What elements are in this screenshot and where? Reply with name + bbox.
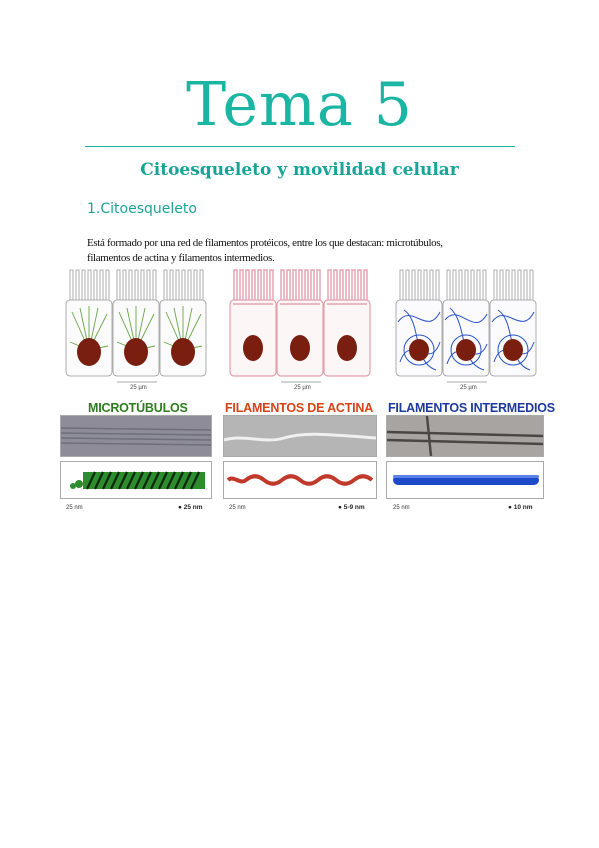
intermediate-scale-label: 25 nm [393,505,410,511]
microtubule-cell-illustration: 25 µm [62,262,212,400]
section-heading: 1.Citoesqueleto [87,201,197,217]
microtubule-model [60,461,212,499]
microtubule-diameter-label: ● 25 nm [178,504,203,511]
intermediate-micrograph [386,415,544,457]
body-line: Está formado por una red de filamentos p… [87,237,443,249]
body-paragraph: Está formado por una red de filamentos p… [87,236,517,266]
actin-scale-label: 25 nm [229,505,246,511]
actin-micrograph [223,415,377,457]
microtubule-scale-label: 25 nm [66,505,83,511]
actin-diameter-label: ● 5-9 nm [338,504,365,511]
microtubule-micrograph [60,415,212,457]
body-line: filamentos de actina y filamentos interm… [87,252,275,264]
cell-scale-label: 25 µm [294,385,311,391]
cytoskeleton-figure: 25 µm 25 µm [58,262,555,518]
micrograph-texture [387,416,543,456]
intermediate-label: FILAMENTOS INTERMEDIOS [388,401,555,415]
intermediate-model [386,461,544,499]
title-underline [85,146,515,147]
microtubules-label: MICROTÚBULOS [88,401,188,415]
intermediate-filament-cell-illustration: 25 µm [392,262,544,400]
cell-drawing-microtubules [65,269,207,383]
cell-scale-label: 25 µm [130,385,147,391]
page-title: Tema 5 [186,70,413,140]
actin-model-drawing [226,474,374,486]
intermediate-diameter-label: ● 10 nm [508,504,533,511]
page-subtitle: Citoesqueleto y movilidad celular [140,160,459,180]
cell-drawing-actin [229,269,371,383]
actin-model [223,461,377,499]
micrograph-texture [61,427,211,446]
cell-scale-label: 25 µm [460,385,477,391]
actin-label: FILAMENTOS DE ACTINA [225,401,374,415]
actin-cell-illustration: 25 µm [226,262,376,400]
intermediate-model-drawing [393,475,539,485]
cell-drawing-intermediate [395,269,537,383]
micrograph-texture [224,432,376,442]
microtubule-model-drawing [70,471,205,490]
